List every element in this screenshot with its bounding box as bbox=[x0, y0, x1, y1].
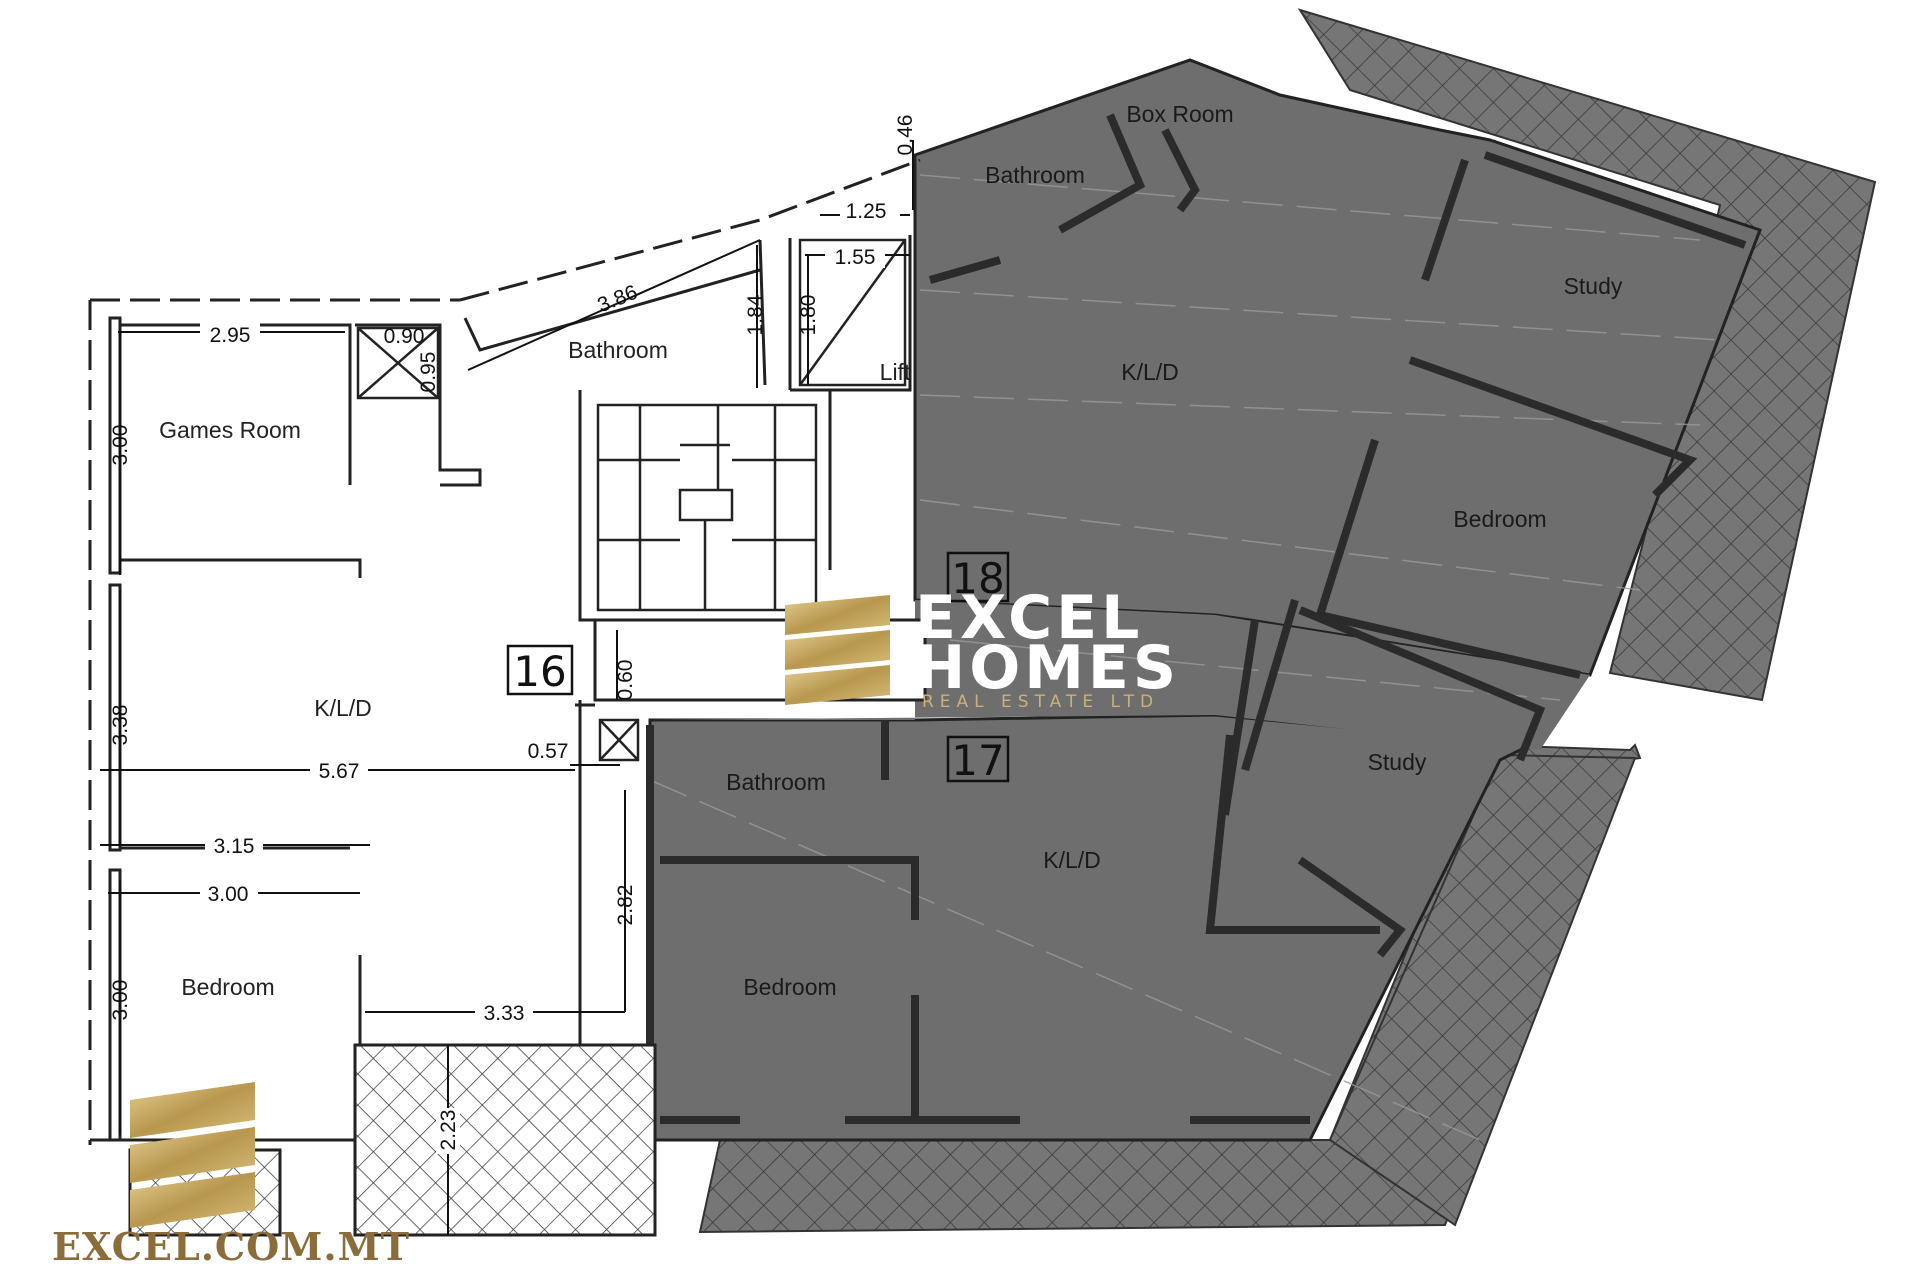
unit-17-floor bbox=[648, 713, 1536, 1142]
svg-text:3.00: 3.00 bbox=[208, 883, 249, 906]
svg-text:3.15: 3.15 bbox=[214, 835, 255, 858]
unit-number-17: 17 bbox=[946, 735, 1010, 785]
svg-text:REAL ESTATE LTD: REAL ESTATE LTD bbox=[922, 692, 1159, 712]
svg-text:17: 17 bbox=[951, 736, 1004, 785]
scan-streaks bbox=[649, 174, 1721, 1141]
svg-text:2.82: 2.82 bbox=[614, 885, 637, 926]
svg-text:18: 18 bbox=[951, 554, 1004, 603]
svg-text:0.60: 0.60 bbox=[614, 660, 637, 701]
corner-logo bbox=[130, 1082, 255, 1228]
room-label-box-room: Box Room bbox=[1126, 101, 1233, 127]
room-label-bedroom-16: Bedroom bbox=[181, 974, 274, 1000]
dimension-labels: 2.95 0.90 0.95 3.86 1.84 1.80 1.55 1.25 … bbox=[109, 115, 917, 1154]
svg-text:0.57: 0.57 bbox=[528, 740, 569, 763]
room-label-study-17: Study bbox=[1368, 749, 1427, 775]
svg-text:3.00: 3.00 bbox=[109, 425, 132, 466]
room-label-bathroom-17: Bathroom bbox=[726, 769, 826, 795]
svg-text:0.46: 0.46 bbox=[894, 115, 917, 156]
unit-17-walls bbox=[646, 720, 1406, 1140]
room-label-games-room: Games Room bbox=[159, 417, 301, 443]
terrace-16-bottom bbox=[353, 1043, 657, 1237]
room-label-kld-17: K/L/D bbox=[1043, 847, 1101, 873]
room-label-bathroom-18: Bathroom bbox=[985, 162, 1085, 188]
svg-text:2.23: 2.23 bbox=[437, 1110, 460, 1151]
unit-18-walls bbox=[928, 113, 1747, 816]
svg-text:1.84: 1.84 bbox=[744, 294, 767, 335]
watermark-logo: EXCEL HOMES REAL ESTATE LTD bbox=[785, 583, 1180, 712]
room-label-bedroom-18: Bedroom bbox=[1453, 506, 1546, 532]
room-label-bedroom-17: Bedroom bbox=[743, 974, 836, 1000]
svg-text:1.25: 1.25 bbox=[846, 200, 887, 223]
svg-text:2.95: 2.95 bbox=[210, 324, 251, 347]
svg-text:0.95: 0.95 bbox=[417, 352, 440, 393]
unit-number-16: 16 bbox=[506, 644, 574, 696]
unit-16-details bbox=[356, 238, 907, 762]
svg-text:5.67: 5.67 bbox=[319, 760, 360, 783]
room-label-lift: Lift bbox=[880, 359, 911, 385]
unit-17-upper bbox=[650, 600, 1590, 750]
svg-text:16: 16 bbox=[513, 647, 566, 696]
unit-number-18: 18 bbox=[946, 551, 1010, 603]
svg-text:1.55: 1.55 bbox=[835, 246, 876, 269]
room-label-bathroom-16: Bathroom bbox=[568, 337, 668, 363]
room-label-kld-16: K/L/D bbox=[314, 695, 372, 721]
svg-text:EXCEL: EXCEL bbox=[915, 583, 1143, 653]
room-label-kld-18: K/L/D bbox=[1121, 359, 1179, 385]
svg-text:0.90: 0.90 bbox=[384, 325, 425, 348]
room-label-study-18: Study bbox=[1564, 273, 1623, 299]
terrace-18-top bbox=[1297, 8, 1877, 702]
svg-text:HOMES: HOMES bbox=[915, 633, 1180, 703]
svg-text:3.38: 3.38 bbox=[109, 705, 132, 746]
svg-text:3.00: 3.00 bbox=[109, 980, 132, 1021]
website-text: EXCEL.COM.MT bbox=[52, 1224, 410, 1269]
svg-text:1.80: 1.80 bbox=[797, 295, 820, 336]
svg-text:3.33: 3.33 bbox=[484, 1002, 525, 1025]
